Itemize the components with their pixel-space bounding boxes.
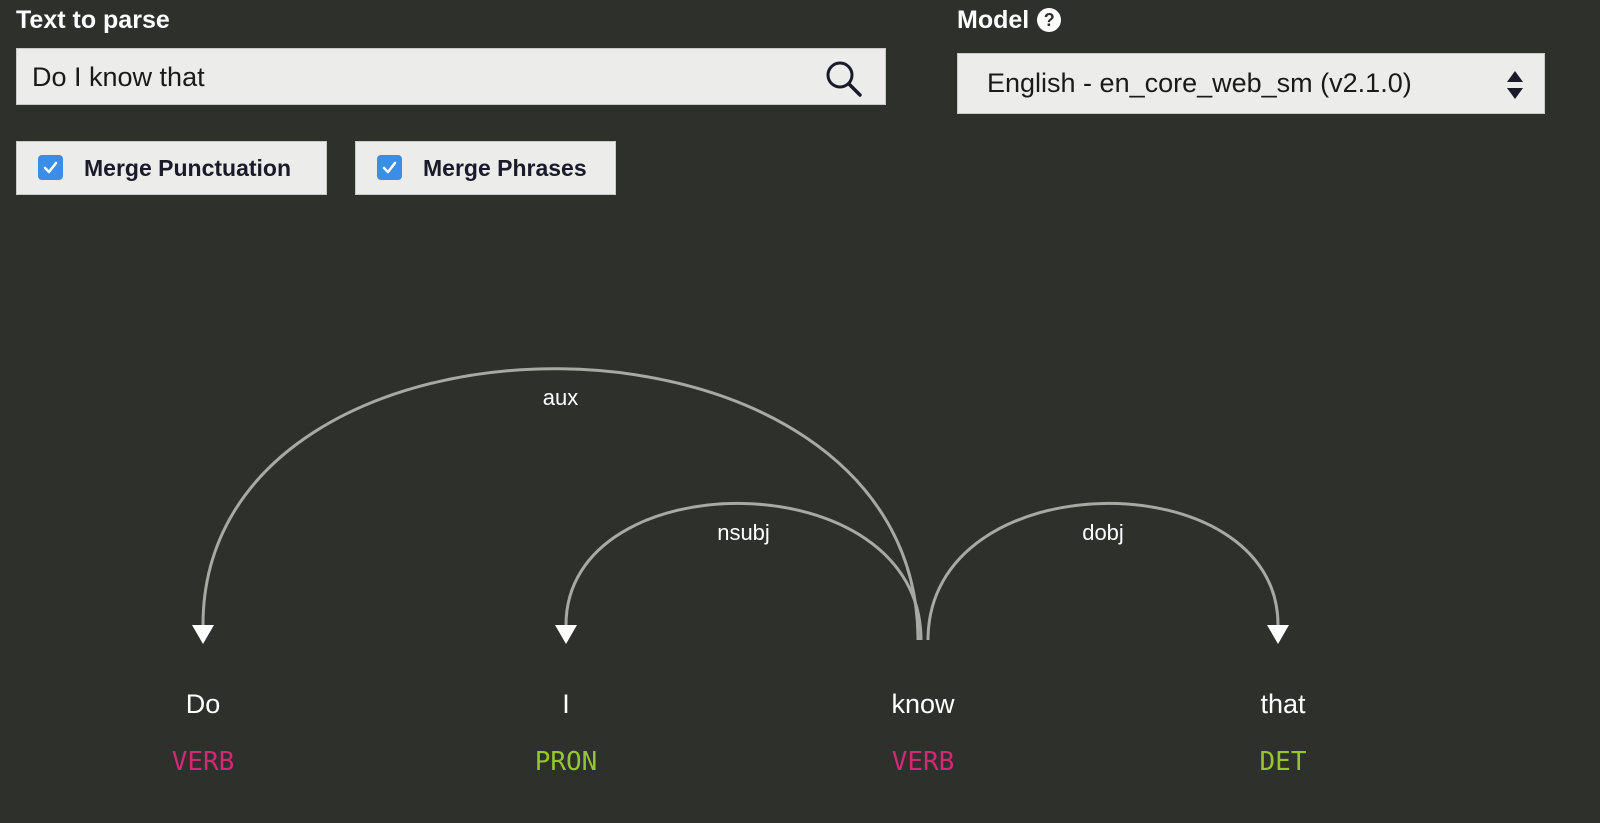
arc-arrowhead-icon [1267, 625, 1289, 644]
token-word: know [891, 689, 955, 719]
token-tag: VERB [892, 747, 955, 777]
token-tag: DET [1260, 747, 1307, 777]
model-select-value: English - en_core_web_sm (v2.1.0) [987, 68, 1412, 98]
dependency-arc [926, 501, 1280, 641]
token-tag: PRON [535, 747, 598, 777]
merge-phrases-label: Merge Phrases [423, 155, 587, 181]
merge-punctuation-checkbox[interactable] [38, 155, 63, 180]
merge-punctuation-toggle[interactable]: Merge Punctuation [16, 141, 327, 195]
select-arrows-icon [1507, 71, 1523, 99]
merge-punctuation-label: Merge Punctuation [84, 155, 292, 181]
arc-label: nsubj [717, 520, 770, 545]
dependency-arc [564, 501, 923, 641]
dependency-arc [201, 367, 920, 641]
merge-phrases-toggle[interactable]: Merge Phrases [355, 141, 616, 195]
question-mark-icon[interactable]: ? [1037, 8, 1062, 32]
search-icon[interactable] [825, 60, 863, 98]
text-to-parse-input[interactable]: Do I know that [16, 48, 886, 105]
token-word: I [562, 689, 570, 719]
merge-phrases-checkbox[interactable] [377, 155, 402, 180]
token-word: that [1260, 689, 1306, 719]
text-to-parse-value: Do I know that [32, 62, 205, 92]
model-label: Model [957, 6, 1030, 34]
model-select[interactable]: English - en_core_web_sm (v2.1.0) [957, 53, 1545, 114]
arc-label: dobj [1082, 520, 1124, 545]
arc-arrowhead-icon [192, 625, 214, 644]
checkmark-icon [43, 161, 58, 174]
arc-label: aux [543, 385, 578, 410]
checkmark-icon [382, 161, 397, 174]
token-word: Do [186, 689, 221, 719]
token-tag: VERB [172, 747, 235, 777]
text-to-parse-label: Text to parse [16, 6, 170, 34]
arc-arrowhead-icon [555, 625, 577, 644]
model-label-row: Model? [957, 6, 1062, 35]
